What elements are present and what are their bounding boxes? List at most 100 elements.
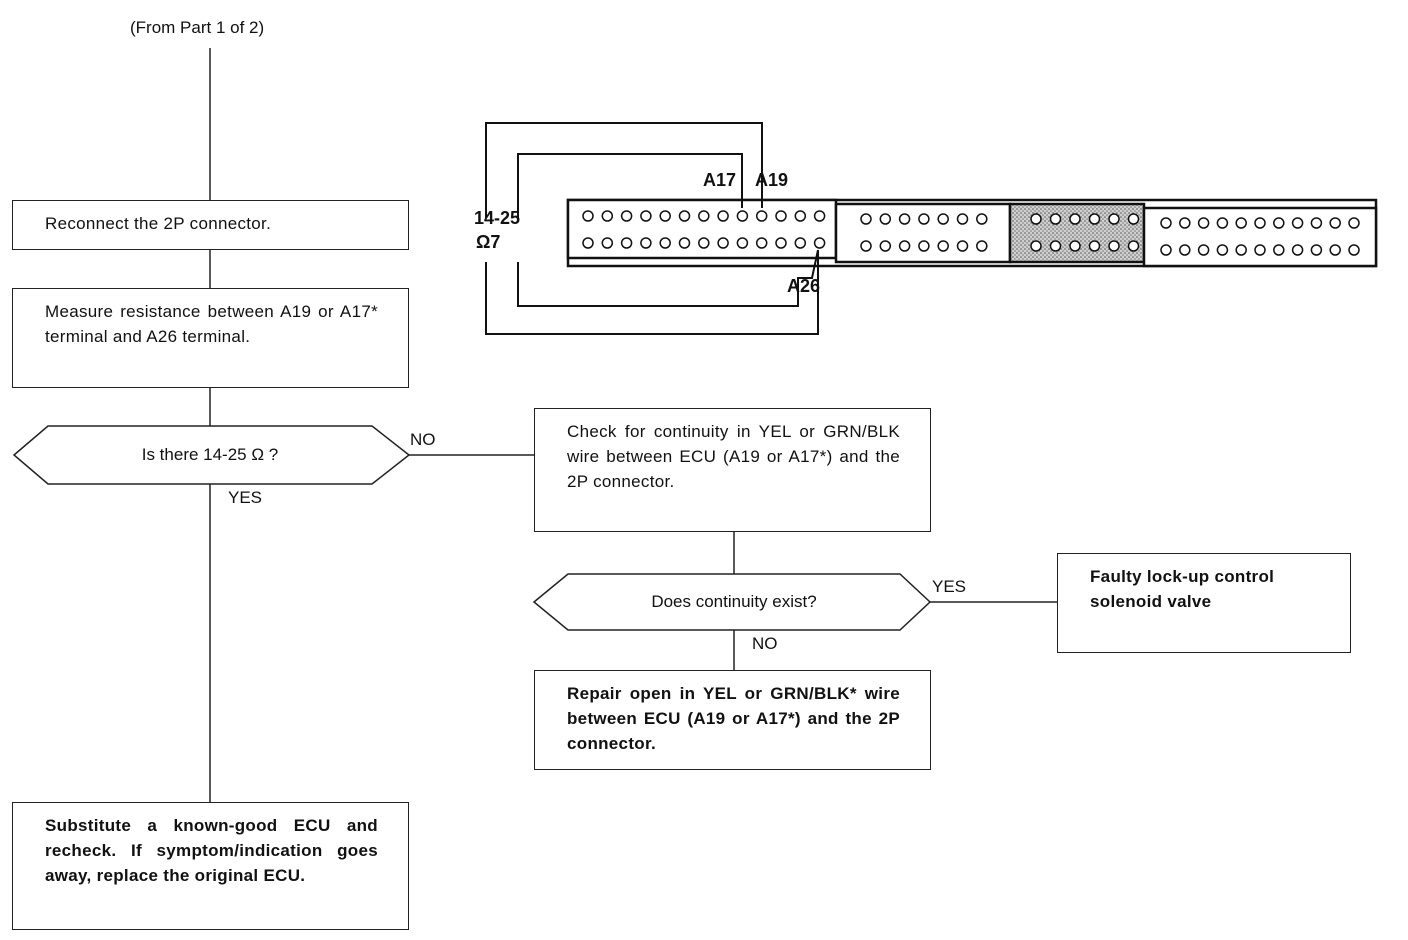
connector-pin (1069, 213, 1081, 225)
connector-pin (1291, 244, 1304, 256)
connector-pin (898, 213, 911, 225)
lead-a26-inner (517, 249, 819, 307)
connector-pin (1291, 217, 1304, 229)
connector-pin (1216, 244, 1229, 256)
connector-pin (678, 237, 691, 249)
terminal-a19-label: A19 (755, 170, 789, 190)
connector-pin (698, 210, 710, 222)
connector-pin (736, 237, 749, 249)
connector-pin (775, 237, 787, 249)
decision-resistance-shape (12, 425, 411, 485)
connector-pin (755, 237, 768, 249)
connector-section-c-shaded (1008, 202, 1146, 264)
connector-pin (736, 210, 749, 222)
decision-continuity-shape (532, 573, 932, 631)
connector-pin (1348, 217, 1360, 229)
step-measure-box: Measure resistance between A19 or A17* t… (12, 288, 409, 388)
connector-pin (1179, 244, 1191, 256)
from-part-label: (From Part 1 of 2) (130, 18, 265, 37)
connector-pin (1088, 240, 1101, 252)
branch-yes-1: YES (228, 488, 263, 507)
connector-pin (698, 237, 710, 249)
connector-section-b (834, 202, 1012, 264)
branch-no-2: NO (752, 634, 778, 653)
connector-pin (879, 213, 892, 225)
connector-pin (879, 240, 892, 252)
terminal-a26-label: A26 (787, 276, 821, 296)
connector-pin (1235, 217, 1247, 229)
branch-yes-2: YES (932, 577, 967, 596)
connector-pin (898, 240, 911, 252)
connector-pin (1127, 240, 1140, 252)
connector-pin (1254, 217, 1266, 229)
connector-pin (1216, 217, 1229, 229)
connector-pin (1254, 244, 1266, 256)
connector-pin (918, 240, 930, 252)
connector-pin (582, 237, 594, 249)
step-reconnect-text: Reconnect the 2P connector. (45, 214, 272, 233)
connector-pin (601, 237, 614, 249)
connector-pin (1049, 213, 1062, 225)
connector-pin (1310, 244, 1323, 256)
connector-pin (1179, 217, 1191, 229)
connector-pin (1197, 244, 1210, 256)
connector-pin (794, 210, 807, 222)
connector-pin (794, 237, 807, 249)
connector-pin (1049, 240, 1062, 252)
connector-pin (659, 237, 671, 249)
connector-pin (620, 237, 633, 249)
step-check-box: Check for continuity in YEL or GRN/BLK w… (534, 408, 931, 532)
connector-pin (620, 210, 633, 222)
ecu-connector (566, 198, 1378, 268)
step-check-text: Check for continuity in YEL or GRN/BLK w… (567, 422, 900, 491)
connector-pin (918, 213, 930, 225)
connector-pin (1273, 217, 1285, 229)
connector-pin (860, 240, 872, 252)
connector-pin (1030, 240, 1042, 252)
lead-a17 (517, 153, 743, 218)
connector-pin (640, 237, 652, 249)
connector-pin (937, 213, 949, 225)
connector-pin (1235, 244, 1247, 256)
connector-pin (640, 210, 652, 222)
branch-no-1: NO (410, 430, 436, 449)
connector-pin (1030, 213, 1042, 225)
meter-unit-label: Ω7 (476, 232, 501, 252)
step-repair-text: Repair open in YEL or GRN/BLK* wire betw… (567, 684, 900, 753)
connector-pin (659, 210, 671, 222)
connector-pin (860, 213, 872, 225)
step-faulty-text: Faulty lock-up control solenoid valve (1090, 567, 1275, 611)
connector-pin (976, 213, 988, 225)
connector-pin (1197, 217, 1210, 229)
connector-pin (976, 240, 988, 252)
connector-pin (1108, 213, 1120, 225)
connector-pin (1348, 244, 1360, 256)
meter-leads (485, 122, 819, 335)
connector-pin (601, 210, 614, 222)
connector-pin (775, 210, 787, 222)
step-measure-text: Measure resistance between A19 or A17* t… (45, 302, 378, 346)
step-substitute-text: Substitute a known-good ECU and recheck.… (45, 816, 378, 885)
connector-pin (717, 237, 729, 249)
connector-pin (1329, 244, 1341, 256)
connector-pin (956, 240, 969, 252)
decision-resistance-text: Is there 14-25 Ω ? (141, 445, 279, 464)
connector-pin (678, 210, 691, 222)
connector-pin (1329, 217, 1341, 229)
lead-a19 (485, 122, 763, 218)
decision-continuity-text: Does continuity exist? (651, 592, 817, 611)
step-reconnect-box: Reconnect the 2P connector. (12, 200, 409, 250)
connector-pin (755, 210, 768, 222)
connector-pin (813, 210, 826, 222)
connector-pin (582, 210, 594, 222)
step-repair-box: Repair open in YEL or GRN/BLK* wire betw… (534, 670, 931, 770)
connector-pin (1310, 217, 1323, 229)
connector-pin (1088, 213, 1101, 225)
connector-section-d (1142, 206, 1378, 268)
connector-pin (813, 237, 826, 249)
lead-a26-outer (485, 250, 819, 335)
connector-section-a (566, 198, 838, 260)
connector-pin (1127, 213, 1140, 225)
connector-pin (717, 210, 729, 222)
